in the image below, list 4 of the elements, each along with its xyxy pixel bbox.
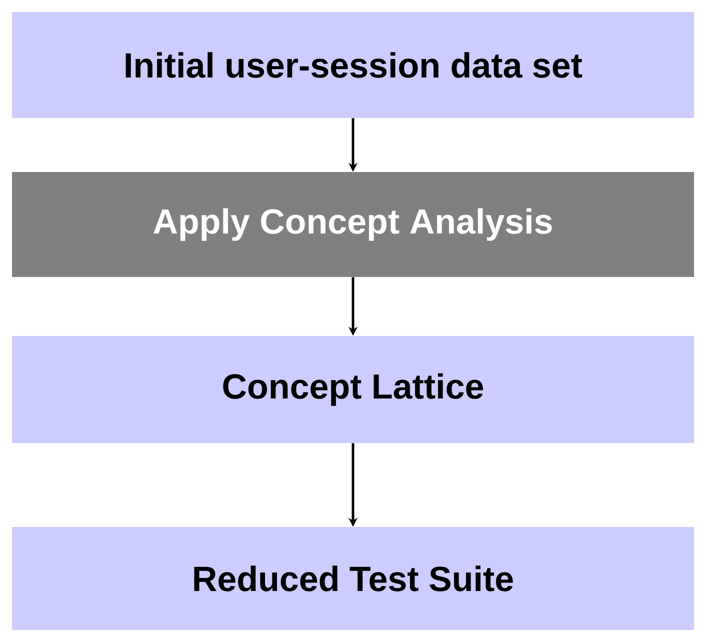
process-box: Reduced Test Suite xyxy=(12,527,694,630)
process-box: Apply Concept Analysis xyxy=(12,172,694,277)
process-box: Concept Lattice xyxy=(12,336,694,443)
process-box: Initial user-session data set xyxy=(12,12,694,118)
